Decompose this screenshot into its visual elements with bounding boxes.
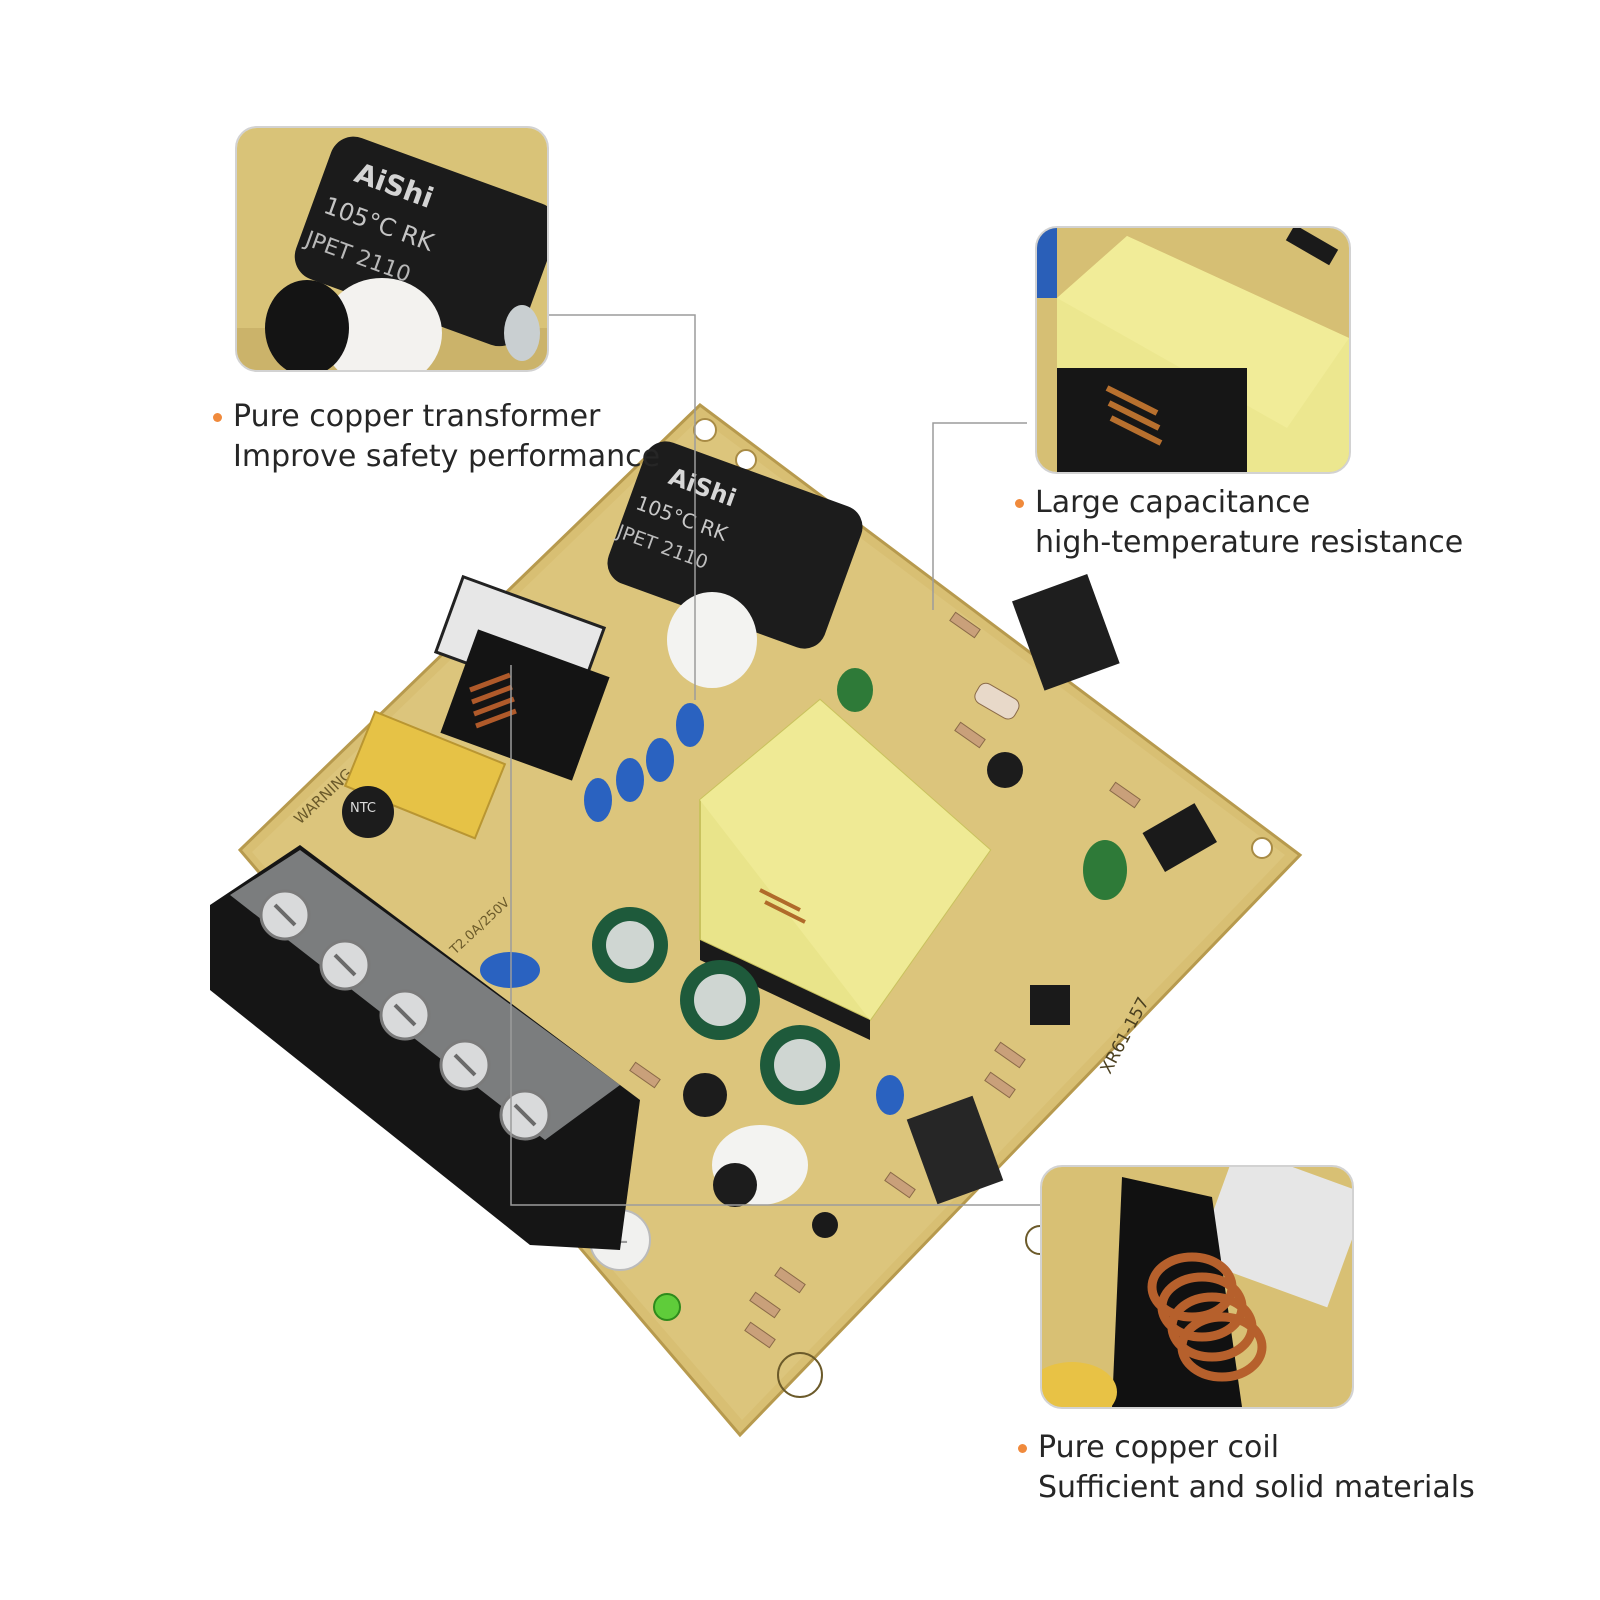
transistor <box>812 1212 838 1238</box>
feature-caption-coil: Pure copper coil Sufficient and solid ma… <box>1018 1428 1475 1508</box>
ntc-label: NTC <box>350 801 376 816</box>
mosfet <box>1012 574 1120 691</box>
caption-line-1: Large capacitance <box>1035 485 1311 520</box>
caption-line-2: Improve safety performance <box>233 439 661 474</box>
rectifier-diode <box>906 1095 1004 1205</box>
bullet-dot <box>213 413 222 422</box>
transformer-closeup-image <box>1037 228 1349 472</box>
zoom-callout-capacitor: AiShi 105°C RK JPET 2110 <box>235 126 549 372</box>
bulk-capacitor: AiShi 105°C RK JPET 2110 <box>607 441 863 649</box>
zoom-callout-coil <box>1040 1165 1354 1409</box>
bullet-dot <box>1018 1444 1027 1453</box>
main-transformer <box>699 698 992 1040</box>
bullet-dot <box>1015 499 1024 508</box>
x-capacitor <box>343 710 507 840</box>
feature-caption-transformer: Pure copper transformer Improve safety p… <box>213 397 661 477</box>
feature-caption-capacitance: Large capacitance high-temperature resis… <box>1015 483 1464 563</box>
control-ic <box>1142 803 1217 873</box>
optocoupler <box>1030 985 1070 1025</box>
caption-line-2: high-temperature resistance <box>1035 525 1464 560</box>
zoom-callout-transformer <box>1035 226 1351 474</box>
common-mode-choke <box>433 574 610 781</box>
y-capacitors <box>480 703 904 1115</box>
caption-line-1: Pure copper coil <box>1038 1430 1280 1465</box>
caption-line-1: Pure copper transformer <box>233 399 601 434</box>
capacitor-closeup-image: AiShi 105°C RK JPET 2110 <box>237 128 547 370</box>
caption-line-2: Sufficient and solid materials <box>1038 1470 1475 1505</box>
output-capacitors <box>592 668 1127 1207</box>
resistors <box>629 611 1141 1349</box>
ntc-thermistor <box>342 786 394 838</box>
coil-closeup-image <box>1042 1167 1352 1407</box>
power-led <box>653 1293 681 1321</box>
terminal-block <box>210 845 640 1250</box>
